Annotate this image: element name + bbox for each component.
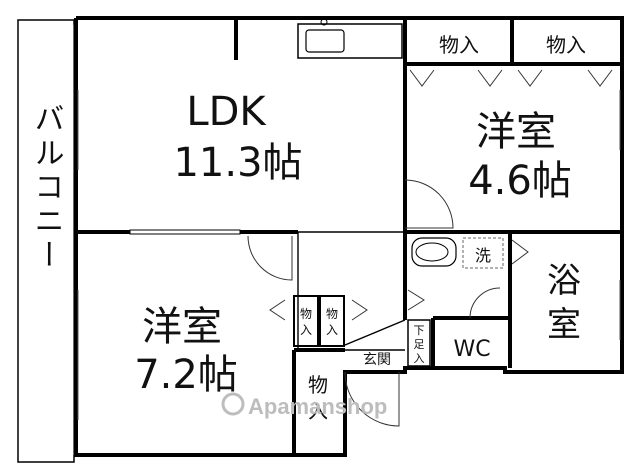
kitchen-counter	[297, 23, 403, 59]
storage-top-left-label: 物入	[439, 33, 479, 57]
bath-label-2: 室	[547, 305, 581, 345]
storage-mid-left-label-1: 物	[300, 307, 312, 321]
entrance-door-swing	[344, 371, 400, 427]
storage-mid-right-label-1: 物	[326, 307, 338, 321]
door-swing-western-small	[404, 179, 454, 229]
western-large-label: 洋室	[142, 304, 222, 350]
outer-wall	[74, 16, 624, 457]
bath-label-1: 浴	[547, 261, 581, 301]
watermark-text: Apamanshop	[248, 394, 387, 419]
wc-label: WC	[453, 337, 490, 362]
shoe-closet-label-1: 下	[414, 324, 425, 337]
western-small-label: 洋室	[476, 109, 556, 155]
storage-mid-right-label-2: 入	[326, 323, 338, 337]
ldk-size-label: 11.3帖	[173, 140, 302, 186]
storage-bottom-label-1: 物	[308, 373, 328, 397]
western-large-size-label: 7.2帖	[134, 352, 238, 398]
wash-label: 洗	[475, 246, 491, 265]
sink-icon	[305, 29, 345, 53]
ldk-label: LDK	[186, 89, 267, 135]
door-swing-western-large	[247, 235, 293, 281]
apamanshop-watermark: Apamanshop	[221, 392, 387, 419]
shoe-closet-label-3: 入	[414, 352, 425, 365]
storage-bottom-label-2: 入	[308, 399, 328, 423]
closet-door-marks	[409, 69, 613, 87]
shoe-closet-label-2: 足	[414, 338, 425, 351]
storage-mid-left-label-2: 入	[300, 323, 312, 337]
balcony-label: バルコニー	[29, 103, 64, 273]
western-small-size-label: 4.6帖	[468, 158, 572, 204]
entrance-label: 玄関	[363, 351, 391, 368]
storage-top-right-label: 物入	[546, 33, 586, 57]
washbasin-icon	[411, 237, 457, 267]
balcony-text: バルコニー	[29, 103, 64, 273]
